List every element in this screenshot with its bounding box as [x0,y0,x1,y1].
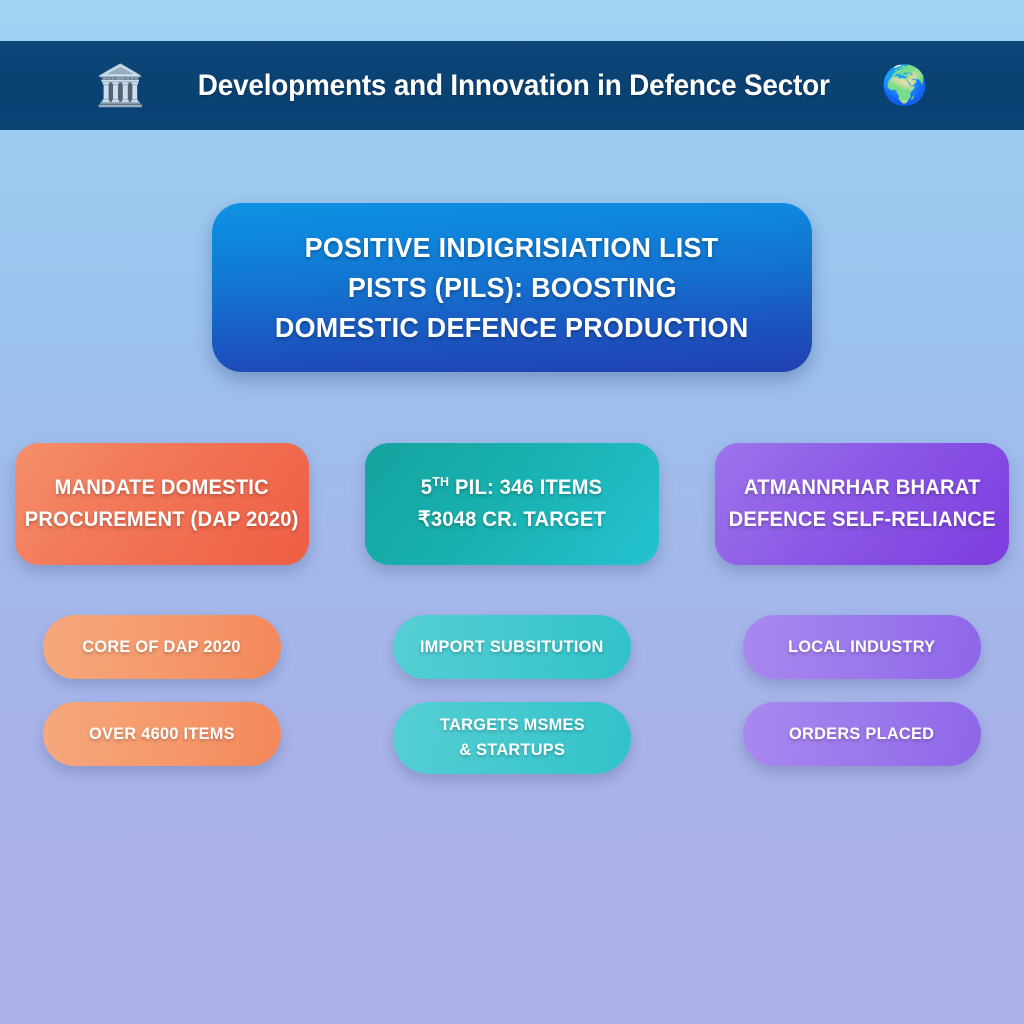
pill-label: OVER 4600 ITEMS [89,723,235,743]
page-title: Developments and Innovation in Defence S… [197,68,830,102]
category-card-row: MANDATE DOMESTIC PROCUREMENT (DAP 2020) … [0,443,1024,565]
pill-over-4600-items[interactable]: OVER 4600 ITEMS [43,702,281,766]
category-card-line-1: ATMANNRHAR BHARAT [743,476,981,500]
pill-local-industry[interactable]: LOCAL INDUSTRY [743,615,981,679]
globe-icon: 🌍 [880,64,929,107]
pill-label-line-2: & STARTUPS [459,740,565,759]
category-card-line-2: ₹3048 CR. TARGET [417,507,607,531]
title-line-3: DOMESTIC DEFENCE PRODUCTION [275,312,749,344]
category-card-line-2: DEFENCE SELF-RELIANCE [728,507,996,531]
title-line-1: POSITIVE INDIGRISIATION LIST [305,231,719,263]
title-line-2: PISTS (PILS): BOOSTING [347,271,677,303]
main-title-card: POSITIVE INDIGRISIATION LIST PISTS (PILS… [212,203,812,372]
pill-column-atmannrhar-bharat: LOCAL INDUSTRY ORDERS PLACED [715,615,1009,774]
category-card-line-1: MANDATE DOMESTIC [54,476,270,500]
pill-label: LOCAL INDUSTRY [788,636,936,656]
pill-column-fifth-pil: IMPORT SUBSITUTION TARGETS MSMES & START… [365,615,659,774]
pill-label: CORE OF DAP 2020 [82,636,242,656]
pill-import-subsitution[interactable]: IMPORT SUBSITUTION [393,615,631,679]
category-card-mandate-domestic-procurement[interactable]: MANDATE DOMESTIC PROCUREMENT (DAP 2020) [15,443,309,565]
category-card-atmannrhar-bharat[interactable]: ATMANNRHAR BHARAT DEFENCE SELF-RELIANCE [715,443,1009,565]
category-card-fifth-pil-346-items[interactable]: 5TH PIL: 346 ITEMS ₹3048 CR. TARGET [365,443,659,565]
pill-label-line-1: TARGETS MSMES [439,715,585,735]
sub-pill-area: CORE OF DAP 2020 OVER 4600 ITEMS IMPORT … [0,615,1024,774]
pill-core-of-dap-2020[interactable]: CORE OF DAP 2020 [43,615,281,679]
category-card-line-2: PROCUREMENT (DAP 2020) [25,507,299,531]
category-card-line-1: 5TH PIL: 346 ITEMS [421,474,603,500]
pill-targets-msmes-startups[interactable]: TARGETS MSMES & STARTUPS [393,702,631,774]
pill-label: IMPORT SUBSITUTION [420,636,604,656]
pill-label: ORDERS PLACED [789,723,935,743]
bank-building-icon: 🏛️ [95,63,146,108]
header-banner: 🏛️ Developments and Innovation in Defenc… [0,41,1024,130]
pill-orders-placed[interactable]: ORDERS PLACED [743,702,981,766]
pill-column-mandate-domestic-procurement: CORE OF DAP 2020 OVER 4600 ITEMS [15,615,309,774]
